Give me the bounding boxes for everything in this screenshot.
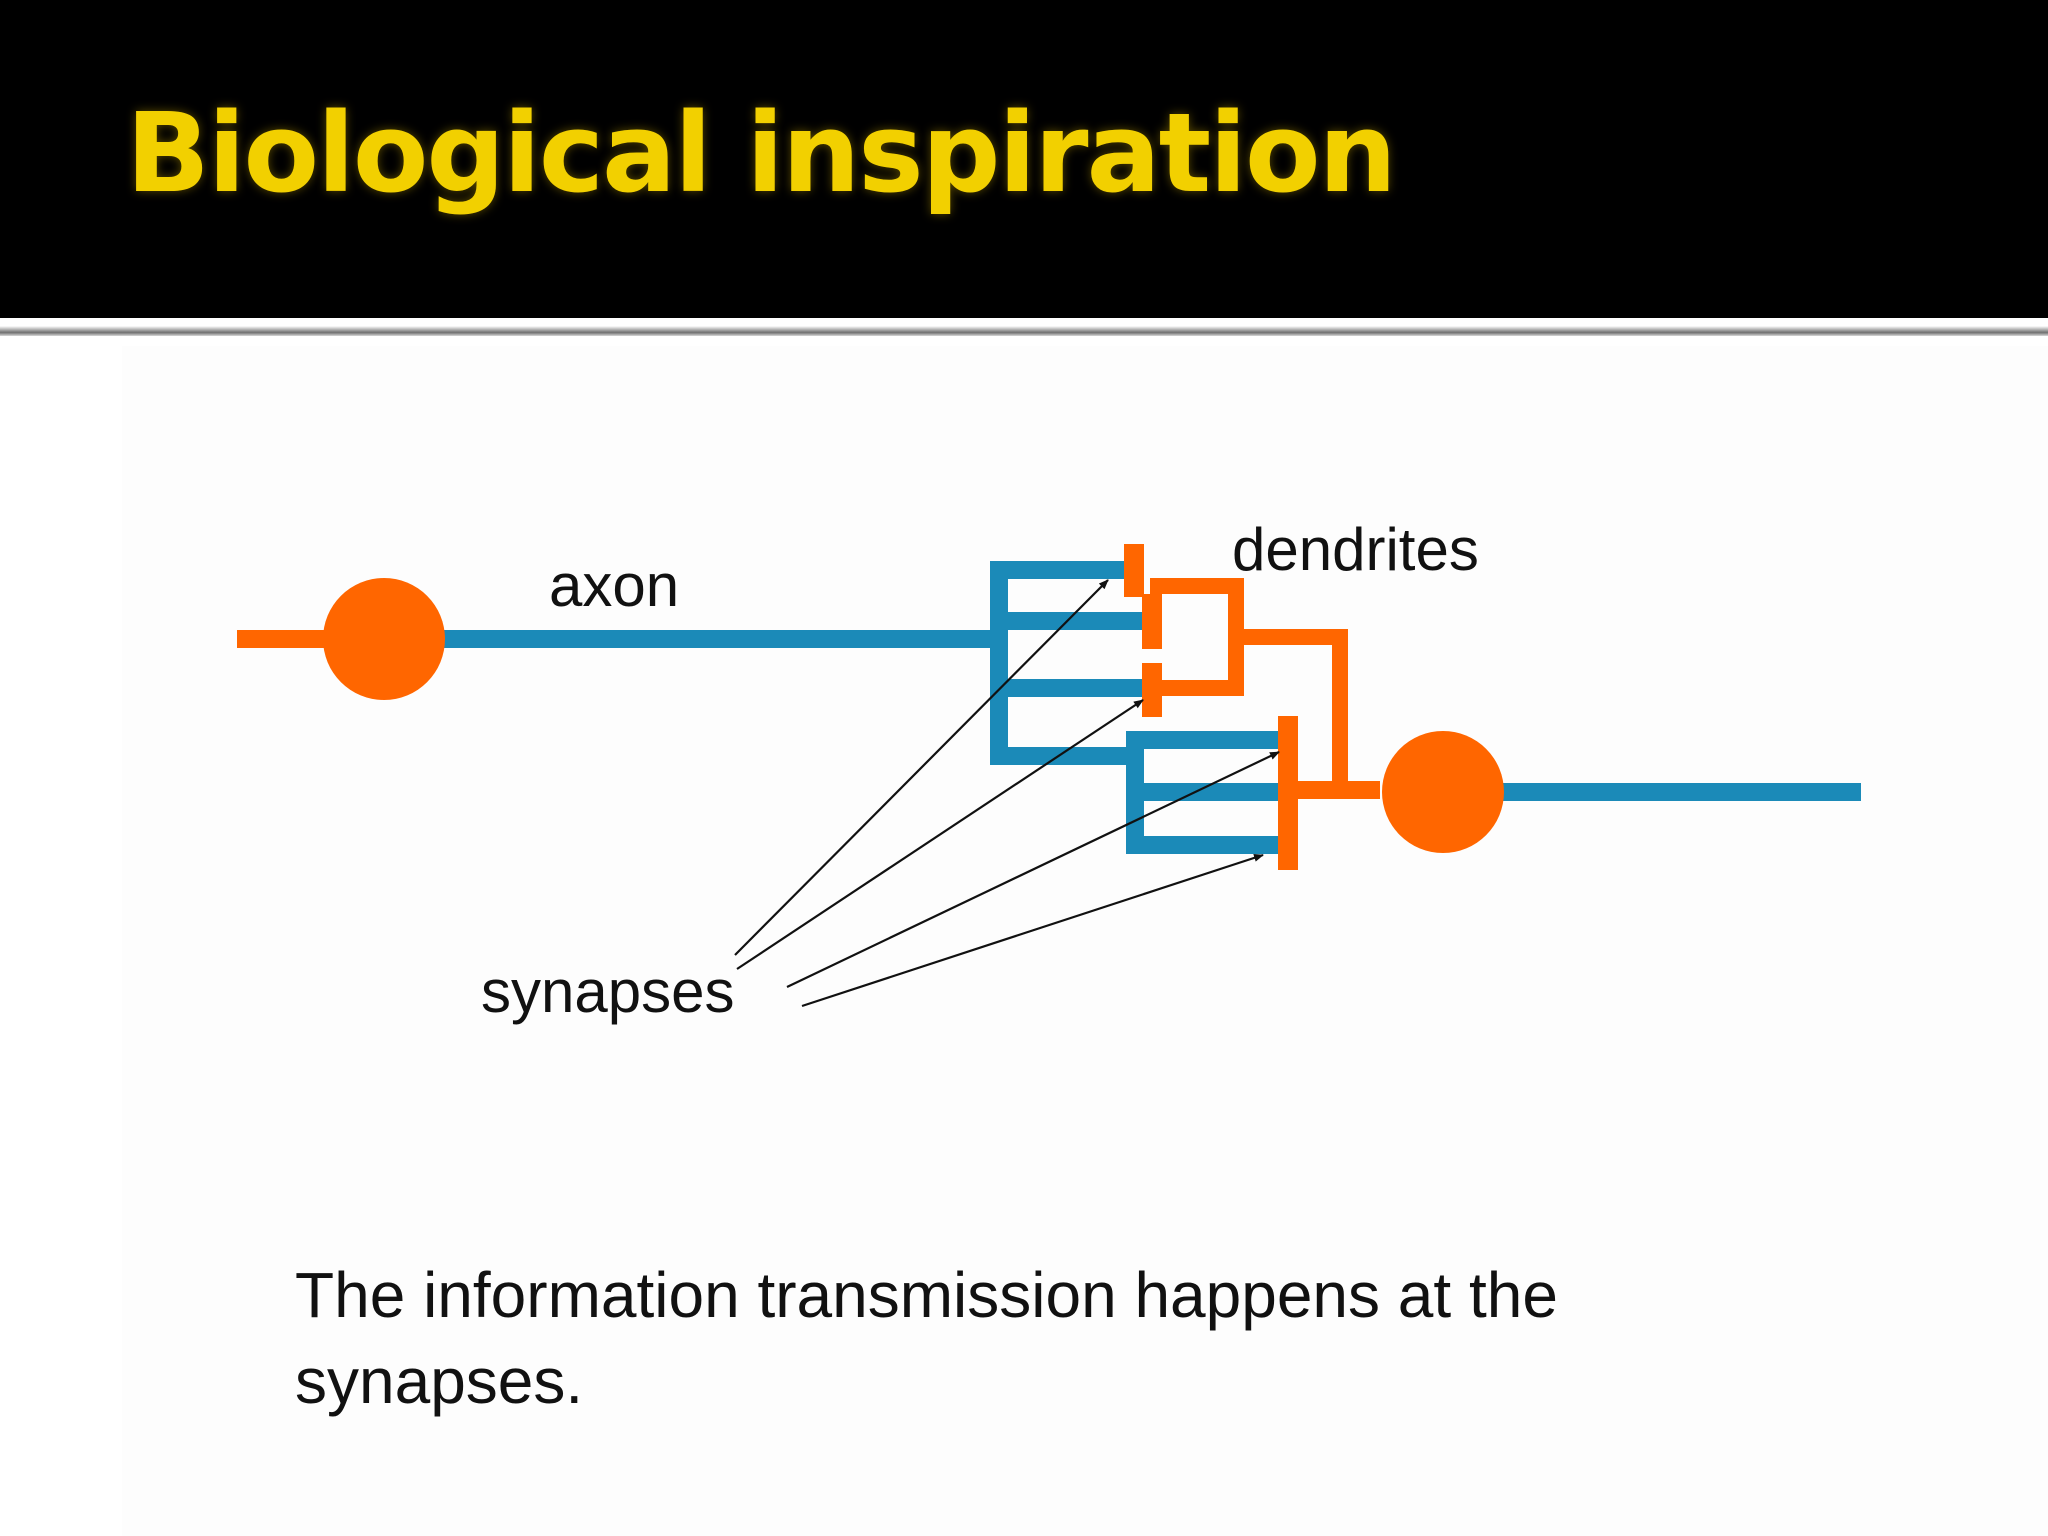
axon-terminals	[990, 561, 1280, 854]
output-neuron	[1382, 731, 1861, 853]
title-divider	[0, 326, 2048, 336]
title-bar: Biological inspiration	[0, 0, 2048, 318]
pointer-arrow	[736, 699, 1144, 970]
output-soma	[1382, 731, 1504, 853]
pointer-arrow	[801, 853, 1264, 1008]
slide-caption: The information transmission happens at …	[295, 1259, 1558, 1417]
axon-terminal-branch-upper	[990, 561, 1131, 765]
axon-label: axon	[549, 552, 679, 619]
dendrites-label: dendrites	[1232, 516, 1479, 583]
input-soma	[323, 578, 445, 700]
pointer-arrow	[786, 751, 1280, 988]
synapse-pointers	[734, 579, 1280, 1008]
synapses-label: synapses	[481, 958, 734, 1025]
dendrites	[1124, 544, 1380, 870]
input-neuron	[237, 578, 993, 700]
pointer-arrow	[734, 579, 1109, 956]
dendrite-trunk	[1236, 629, 1348, 790]
content-area	[122, 346, 2048, 1536]
dendrite-branch-upper	[1150, 578, 1244, 696]
slide-title: Biological inspiration	[126, 89, 1397, 217]
